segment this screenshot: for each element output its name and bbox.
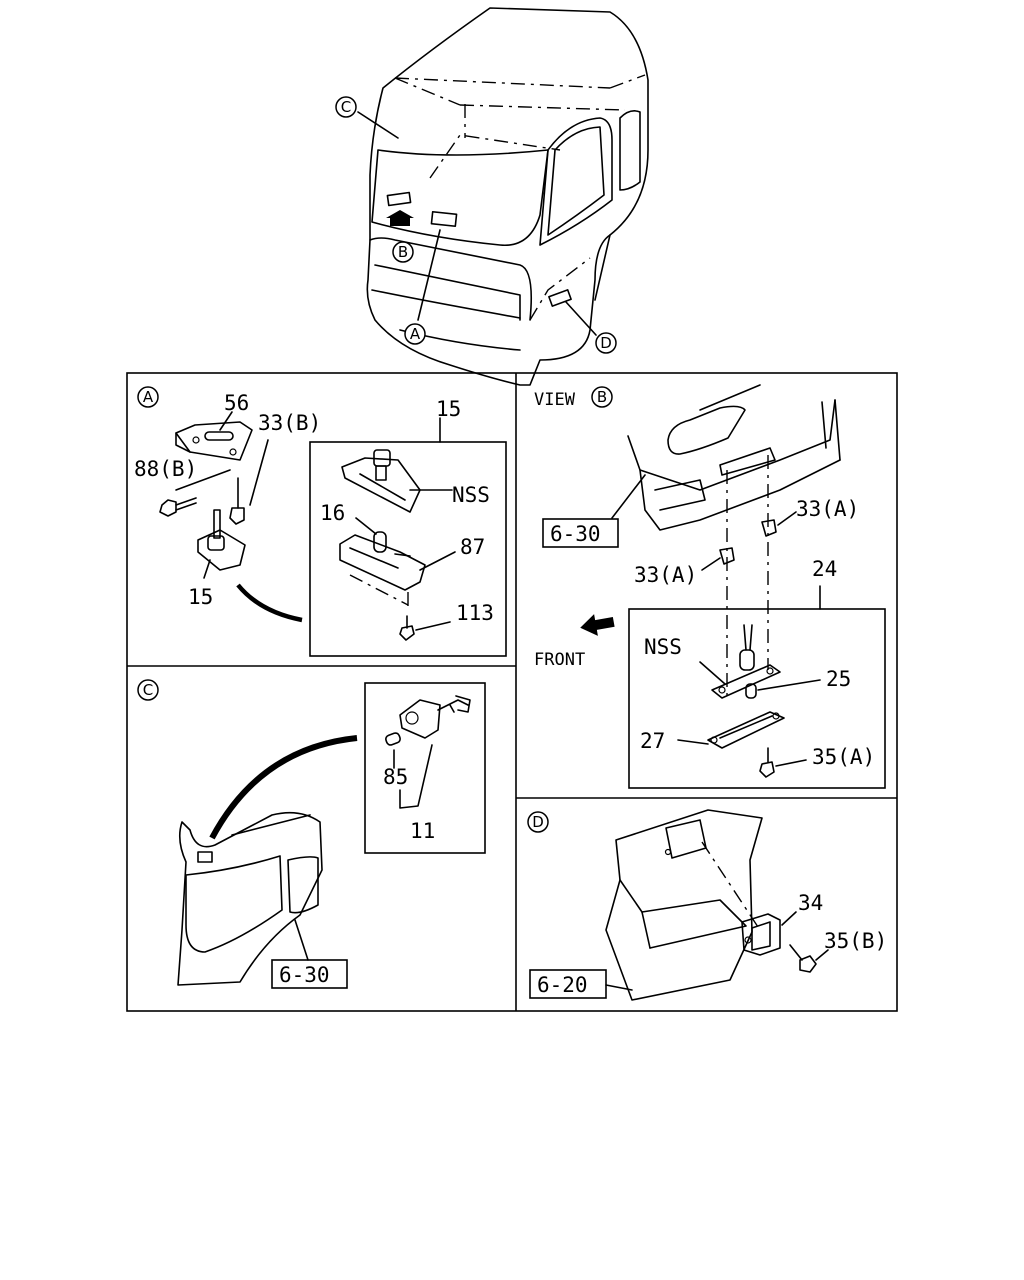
panel-b (580, 384, 886, 789)
label-113: 113 (456, 601, 494, 625)
callout-d-top: D (600, 334, 612, 352)
label-34: 34 (798, 891, 823, 915)
ref-6-20: 6-20 (537, 973, 588, 997)
panel-a (137, 386, 507, 657)
truck-cab-drawing (335, 7, 649, 386)
view-label: VIEW (534, 390, 576, 410)
callout-b-top: B (398, 243, 408, 261)
callout-c-panel: C (143, 681, 153, 699)
label-nss-b: NSS (644, 635, 682, 659)
callout-c-top: C (341, 98, 351, 116)
ref-box-6-20 (529, 969, 607, 999)
label-24: 24 (812, 557, 837, 581)
label-15-small: 15 (188, 585, 213, 609)
label-33a-1: 33(A) (796, 497, 859, 521)
ref-6-30-b: 6-30 (550, 522, 601, 546)
panel-frames (126, 372, 898, 1012)
label-25: 25 (826, 667, 851, 691)
callout-a-top: A (410, 325, 421, 343)
label-88b: 88(B) (134, 457, 197, 481)
callout-b-panel: B (597, 388, 607, 406)
label-35a: 35(A) (812, 745, 875, 769)
label-33b: 33(B) (258, 411, 321, 435)
label-15-detail: 15 (436, 397, 461, 421)
label-56: 56 (224, 391, 249, 415)
label-33a-2: 33(A) (634, 563, 697, 587)
label-87: 87 (460, 535, 485, 559)
ref-box-6-30-c (271, 959, 348, 989)
label-11: 11 (410, 819, 435, 843)
callout-a-panel: A (143, 388, 154, 406)
label-16: 16 (320, 501, 345, 525)
label-35b: 35(B) (824, 929, 887, 953)
panel-c (137, 679, 486, 986)
callout-d-panel: D (532, 813, 544, 831)
panel-d (527, 809, 829, 1001)
front-label: FRONT (534, 650, 585, 670)
label-85: 85 (383, 765, 408, 789)
ref-6-30-c: 6-30 (279, 963, 330, 987)
ref-box-6-30-b (542, 518, 619, 548)
label-27: 27 (640, 729, 665, 753)
label-nss-a: NSS (452, 483, 490, 507)
